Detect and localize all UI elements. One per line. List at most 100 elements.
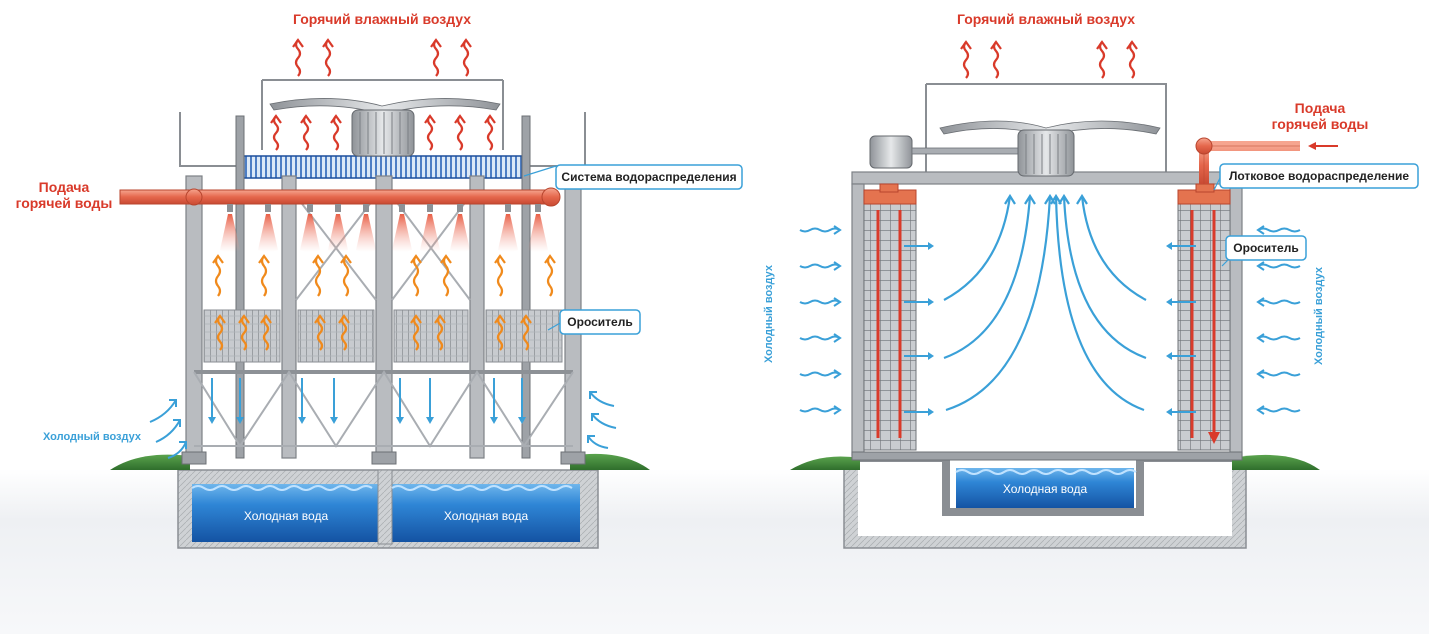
right-pack-arrow-right-0	[1166, 242, 1196, 250]
right-fill-callout-text: Ороситель	[1233, 241, 1298, 255]
right-distribution-callout: Лотковое водораспределение	[1213, 163, 1419, 191]
left-basin	[177, 469, 599, 549]
left-hot-air-label: Горячий влажный воздух	[293, 11, 471, 27]
left-distribution-system	[243, 155, 525, 179]
left-warm-air-arrow-6	[494, 254, 506, 297]
left-nozzle-3	[328, 204, 348, 252]
left-nozzle-7	[450, 204, 470, 252]
right-fill-media	[863, 183, 1231, 451]
right-ground-left	[790, 456, 860, 470]
left-cold-water-1: Холодная вода	[244, 509, 329, 523]
right-cold-air-label-right: Холодный воздух	[1313, 266, 1325, 365]
left-ground-right	[570, 453, 650, 470]
left-fill-air-arrow-3	[314, 314, 326, 351]
left-cold-air-arrow-0	[208, 378, 216, 424]
right-cold-air-inlet-right-0	[1256, 225, 1301, 235]
left-warm-air-arrow-2	[312, 254, 324, 297]
right-hot-air-arrow-0	[960, 40, 972, 79]
left-cold-water-2: Холодная вода	[444, 509, 529, 523]
left-distribution-callout-text: Система водораспределения	[561, 170, 736, 184]
left-fill-air-arrow-7	[494, 314, 506, 351]
left-fill-air-arrow-1	[238, 314, 250, 351]
left-fill-callout-text: Ороситель	[567, 315, 632, 329]
left-hot-air-arrow-top-0	[292, 38, 304, 77]
left-cold-air-inlet-right-1	[591, 413, 617, 429]
right-cold-air-inlet-left-4	[799, 369, 842, 379]
right-updraft-curve-0	[943, 193, 1016, 301]
left-fill-air-arrow-6	[434, 314, 446, 351]
left-fill-air-arrow-0	[214, 314, 226, 351]
left-nozzle-1	[258, 204, 278, 252]
right-updraft-curve-3	[1076, 193, 1147, 301]
left-hot-air-arrow-mid-1	[300, 114, 312, 151]
left-nozzle-0	[220, 204, 240, 252]
left-hot-air-arrow-mid-5	[484, 114, 496, 151]
left-cold-air-inlet-right-2	[587, 435, 609, 449]
right-hot-water-pipe	[1195, 137, 1338, 184]
right-motor	[869, 135, 913, 169]
right-cold-air-inlet-right-4	[1256, 369, 1301, 379]
right-cold-air-inlet-right-5	[1256, 405, 1301, 415]
left-hot-air-arrow-mid-0	[270, 114, 282, 151]
right-updraft-curve-5	[1050, 193, 1145, 412]
left-tower: Горячий влажный воздух Подача горячей во…	[16, 11, 743, 549]
right-pack-arrow-left-0	[904, 242, 934, 250]
right-distribution-callout-text: Лотковое водораспределение	[1229, 169, 1409, 183]
right-pack-arrow-left-3	[904, 408, 934, 416]
left-nozzle-9	[528, 204, 548, 252]
left-distribution-callout: Система водораспределения	[523, 164, 743, 190]
left-cold-air-arrow-3	[330, 378, 338, 424]
left-fan-stack	[179, 79, 586, 179]
right-ground-right	[1232, 454, 1320, 470]
right-cold-air-inlet-right-2	[1256, 297, 1301, 307]
left-nozzle-8	[498, 204, 518, 252]
left-warm-air-arrow-5	[440, 254, 452, 297]
left-nozzle-5	[392, 204, 412, 252]
left-spray-nozzles	[220, 204, 548, 252]
right-fan-blades	[939, 120, 1161, 137]
left-warm-air-arrow-0	[212, 254, 224, 297]
left-cold-air-inlet-right-0	[589, 391, 615, 407]
left-cold-air-arrow-5	[426, 378, 434, 424]
left-cold-air-arrow-6	[490, 378, 498, 424]
right-cold-water: Холодная вода	[1003, 482, 1088, 496]
left-ground-left	[110, 454, 190, 470]
right-hot-air-arrow-1	[990, 40, 1002, 79]
right-hot-water-label-2: горячей воды	[1272, 116, 1369, 132]
left-cold-air-arrow-7	[518, 378, 526, 424]
right-hot-air-arrow-2	[1096, 40, 1108, 79]
right-airflow-arrows	[799, 40, 1301, 416]
left-cold-air-inlet-left-0	[149, 399, 177, 423]
left-hot-air-arrow-top-3	[460, 38, 472, 77]
left-nozzle-4	[356, 204, 376, 252]
right-cold-air-inlet-left-1	[799, 261, 842, 271]
right-updraft-curve-1	[943, 193, 1036, 360]
left-hot-air-arrow-top-2	[430, 38, 442, 77]
right-cold-air-inlet-right-3	[1256, 333, 1301, 343]
left-columns	[181, 115, 586, 465]
right-tower: Горячий влажный воздух Подача горячей во…	[763, 11, 1419, 549]
right-cold-air-inlet-left-0	[799, 225, 842, 235]
left-hot-air-arrow-mid-4	[454, 114, 466, 151]
left-cold-air-arrow-2	[298, 378, 306, 424]
left-warm-air-arrow-7	[544, 254, 556, 297]
right-pack-arrow-right-3	[1166, 408, 1196, 416]
left-cold-air-inlet-left-1	[155, 419, 181, 443]
left-fan-motor	[351, 109, 415, 157]
right-cold-air-inlet-right-1	[1256, 261, 1301, 271]
left-fan-blades	[269, 98, 501, 115]
left-fill-air-arrow-5	[410, 314, 422, 351]
left-hot-air-arrow-top-1	[322, 38, 334, 77]
right-updraft-curve-4	[1058, 193, 1147, 360]
right-fill-callout: Ороситель	[1221, 235, 1307, 267]
left-cold-air-arrow-4	[396, 378, 404, 424]
left-hot-water-pipe	[119, 187, 561, 207]
right-pack-arrow-right-1	[1166, 298, 1196, 306]
left-nozzle-6	[420, 204, 440, 252]
left-warm-air-arrow-1	[258, 254, 270, 297]
right-pack-arrow-left-2	[904, 352, 934, 360]
right-hot-air-label: Горячий влажный воздух	[957, 11, 1135, 27]
right-updraft-curve-2	[945, 193, 1056, 412]
left-fill-air-arrow-2	[260, 314, 272, 351]
